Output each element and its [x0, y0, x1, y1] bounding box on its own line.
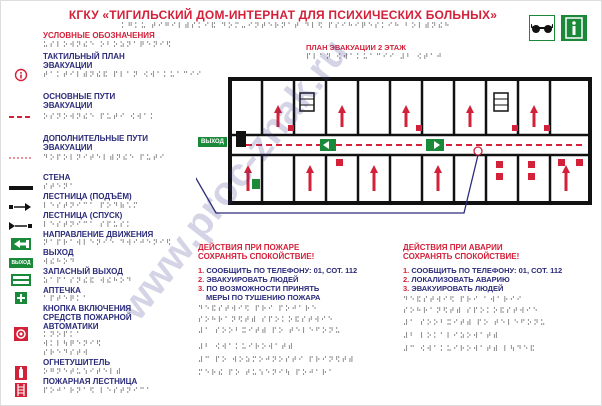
stairs-up-icon — [9, 201, 33, 213]
fire-step-1: 1. СООБЩИТЬ ПО ТЕЛЕФОНУ: 01, СОТ. 112 — [198, 266, 358, 275]
legend-fire-ladder-braille: ⠏⠕⠚⠁⠗⠝⠁⠫ ⠇⠑⠎⠞⠝⠊⠉⠁ — [43, 387, 153, 395]
stairs-down-icon — [9, 220, 33, 232]
main-route-line-icon — [9, 111, 33, 123]
extra-route-line-icon — [9, 152, 33, 164]
legend-wall-label: СТЕНА — [43, 173, 71, 182]
fire-braille-4: ⠼⠃ ⠪⠺⠁⠅⠥⠊⠗⠕⠺⠁⠞⠾ — [198, 343, 295, 351]
stairs-block-left — [236, 131, 246, 147]
accident-braille-1: ⠙⠑⠯⠎⠞⠺⠊⠫ ⠏⠗⠊ ⠁⠺⠁⠗⠊⠊ — [403, 296, 524, 304]
accident-step-2: 2. ЛОКАЛИЗОВАТЬ АВАРИЮ — [403, 275, 510, 284]
accident-step-1: 1. СООБЩИТЬ ПО ТЕЛЕФОНУ: 01, СОТ. 112 — [403, 266, 563, 275]
fire-braille-6: ⠍⠑⠗⠮ ⠏⠕ ⠞⠥⠱⠑⠝⠊⠳ ⠏⠕⠚⠁⠗⠁ — [198, 369, 336, 377]
first-aid-icon — [9, 292, 33, 304]
legend-extra-routes-braille: ⠙⠕⠏⠕⠇⠝⠊⠞⠑⠇⠾⠝⠮⠑ ⠏⠥⠞⠊ — [43, 154, 167, 162]
accident-braille-3: ⠼⠁ ⠎⠕⠕⠃⠭⠊⠞⠾ ⠏⠕ ⠞⠑⠇⠑⠋⠕⠝⠥ — [403, 319, 547, 327]
legend-direction-label: НАПРАВЛЕНИЕ ДВИЖЕНИЯ — [43, 230, 154, 239]
plan-title-braille: ⠏⠇⠁⠝ ⠪⠺⠁⠅⠥⠁⠉⠊⠊ ⠼⠃ ⠪⠞⠁⠚ — [306, 53, 444, 61]
legend-tactile-plan-label: ТАКТИЛЬНЫЙ ПЛАН ЭВАКУАЦИИ — [43, 52, 125, 70]
fire-braille-3: ⠼⠁ ⠎⠕⠕⠃⠭⠊⠞⠾ ⠏⠕ ⠞⠑⠇⠑⠋⠕⠝⠥ — [198, 327, 342, 335]
legend-heading: УСЛОВНЫЕ ОБОЗНАЧЕНИЯ — [43, 31, 155, 40]
accident-braille-4: ⠼⠃ ⠇⠕⠅⠁⠇⠊⠵⠕⠺⠁⠞⠾ — [403, 332, 500, 340]
legend-wall-braille: ⠎⠞⠑⠝⠁ — [43, 183, 77, 191]
plan-title: ПЛАН ЭВАКУАЦИИ 2 ЭТАЖ — [306, 43, 406, 52]
legend-first-aid-label: АПТЕЧКА — [43, 286, 81, 295]
fire-actions-heading: ДЕЙСТВИЯ ПРИ ПОЖАРЕ — [198, 243, 300, 252]
legend-direction-braille: ⠝⠁⠏⠗⠁⠺⠇⠑⠝⠊⠑ ⠙⠺⠊⠚⠑⠝⠊⠫ — [43, 239, 173, 247]
legend-extinguisher-braille: ⠕⠛⠝⠑⠞⠥⠱⠊⠞⠑⠇⠾ — [43, 368, 123, 376]
fire-alarm-button-icon — [9, 327, 33, 341]
fire-ladder-icon — [9, 383, 33, 397]
legend-fire-button-label: КНОПКА ВКЛЮЧЕНИЯ СРЕДСТВ ПОЖАРНОЙ АВТОМА… — [43, 304, 132, 331]
legend-exit-braille: ⠺⠮⠓⠕⠙ — [43, 258, 77, 266]
legend-fire-ladder-label: ПОЖАРНАЯ ЛЕСТНИЦА — [43, 377, 138, 386]
accident-actions-subheading: СОХРАНЯТЬ СПОКОЙСТВИЕ! — [403, 252, 520, 261]
fire-braille-2: ⠎⠕⠓⠗⠁⠝⠫⠞⠾ ⠎⠏⠕⠅⠕⠯⠎⠞⠺⠊⠑ — [198, 316, 335, 324]
legend-extinguisher-label: ОГНЕТУШИТЕЛЬ — [43, 358, 111, 367]
legend-tactile-plan-braille: ⠞⠁⠅⠞⠊⠇⠾⠝⠮⠯ ⠏⠇⠁⠝ ⠪⠺⠁⠅⠥⠁⠉⠊⠊ — [43, 71, 203, 79]
legend-emergency-exit-label: ЗАПАСНЫЙ ВЫХОД — [43, 267, 123, 276]
you-are-here-icon — [9, 68, 33, 82]
fire-step-3-cont: МЕРЫ ПО ТУШЕНИЮ ПОЖАРА — [206, 293, 321, 302]
fire-step-2: 2. ЭВАКУИРОВАТЬ ЛЮДЕЙ — [198, 275, 299, 284]
legend-exit-label: ВЫХОД — [43, 248, 74, 257]
legend-extra-routes-label: ДОПОЛНИТЕЛЬНЫЕ ПУТИ ЭВАКУАЦИИ — [43, 134, 148, 152]
legend-stairs-up-braille: ⠇⠑⠎⠞⠝⠊⠉⠁ ⠏⠕⠙⠷⠡⠍ — [43, 202, 140, 210]
legend-main-routes-braille: ⠕⠎⠝⠕⠺⠝⠮⠑ ⠏⠥⠞⠊ ⠪⠺⠁⠅ — [43, 113, 157, 121]
accident-braille-2: ⠎⠕⠓⠗⠁⠝⠫⠞⠾ ⠎⠏⠕⠅⠕⠯⠎⠞⠺⠊⠑ — [403, 307, 540, 315]
accident-braille-5: ⠼⠉ ⠪⠺⠁⠅⠥⠊⠗⠕⠺⠁⠞⠾ ⠇⠳⠙⠑⠯ — [403, 345, 537, 353]
exit-sign-icon: ВЫХОД — [9, 258, 33, 268]
fire-actions-subheading: СОХРАНЯТЬ СПОКОЙСТВИЕ! — [198, 252, 315, 261]
legend-stairs-down-label: ЛЕСТНИЦА (СПУСК) — [43, 211, 123, 220]
low-vision-glasses-icon — [529, 15, 555, 41]
page-title: КГКУ «ТИГИЛЬСКИЙ ДОМ-ИНТЕРНАТ ДЛЯ ПСИХИЧ… — [68, 8, 498, 22]
stairs-block-top-b — [493, 92, 509, 112]
fire-step-3: 3. ПО ВОЗМОЖНОСТИ ПРИНЯТЬ — [198, 284, 320, 293]
legend-heading-braille: ⠥⠎⠇⠕⠺⠝⠮⠑ ⠕⠃⠕⠵⠝⠁⠟⠑⠝⠊⠫ — [43, 41, 173, 49]
plan-exit-sign: ВЫХОД — [198, 137, 227, 147]
legend-first-aid-braille: ⠁⠏⠞⠑⠟⠅⠁ — [43, 295, 90, 303]
wall-line-icon — [9, 182, 33, 194]
direction-arrow-icon — [9, 238, 33, 250]
fire-braille-5: ⠼⠉ ⠏⠕ ⠺⠕⠵⠍⠕⠚⠝⠕⠎⠞⠊ ⠏⠗⠊⠝⠫⠞⠾ — [198, 356, 355, 364]
information-icon — [561, 15, 587, 41]
fire-braille-1: ⠙⠑⠯⠎⠞⠺⠊⠫ ⠏⠗⠊ ⠏⠕⠚⠁⠗⠑ — [198, 305, 319, 313]
emergency-exit-icon — [9, 274, 33, 286]
legend-fire-button-braille: ⠅⠝⠕⠏⠅⠁ ⠺⠅⠇⠳⠟⠑⠝⠊⠫ ⠎⠗⠑⠙⠎⠞⠺ — [43, 331, 103, 357]
fire-extinguisher-icon — [9, 366, 33, 380]
legend-main-routes-label: ОСНОВНЫЕ ПУТИ ЭВАКУАЦИИ — [43, 92, 116, 110]
floor-plan — [196, 77, 592, 214]
legend-emergency-exit-braille: ⠵⠁⠏⠁⠎⠝⠮⠯ ⠺⠮⠓⠕⠙ — [43, 277, 133, 285]
stairs-block-top-a — [299, 92, 315, 112]
accident-step-3: 3. ЭВАКУИРОВАТЬ ЛЮДЕЙ — [403, 284, 504, 293]
accident-actions-heading: ДЕЙСТВИЯ ПРИ АВАРИИ — [403, 243, 503, 252]
legend-stairs-down-braille: ⠇⠑⠎⠞⠝⠊⠉⠁ ⠎⠏⠥⠎⠅ — [43, 221, 133, 229]
title-braille: ⠅⠛⠅⠥ ⠞⠊⠛⠊⠇⠾⠎⠅⠊⠯ ⠙⠕⠍⠤⠊⠝⠞⠑⠗⠝⠁⠞ ⠙⠇⠫ ⠏⠎⠊⠓⠊⠟⠑… — [120, 22, 452, 30]
legend-stairs-up-label: ЛЕСТНИЦА (ПОДЪЁМ) — [43, 192, 132, 201]
